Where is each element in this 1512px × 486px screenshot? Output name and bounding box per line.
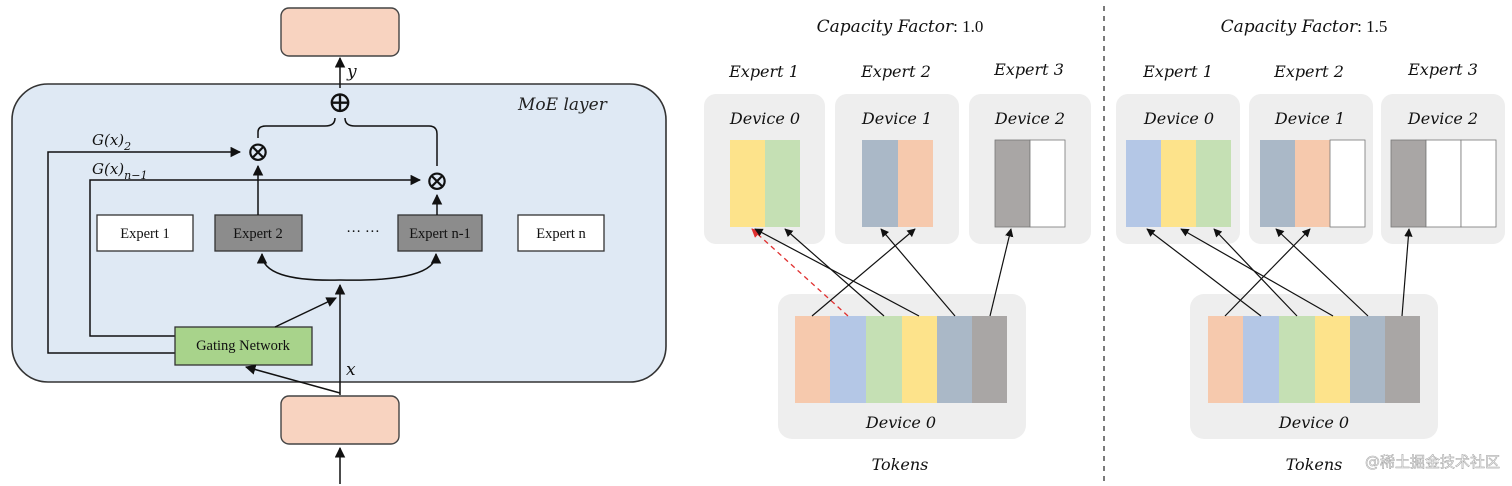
experts-ellipsis: ··· ··· xyxy=(346,224,380,240)
capacity-panel-1: Capacity Factor: 1.0 Expert 1 Expert 2 E… xyxy=(704,17,1091,474)
multiply-node-expert-2: ⊗ xyxy=(246,135,269,168)
panel1-expert-2-label: Expert 2 xyxy=(860,62,931,81)
panel2-route-arrow-4 xyxy=(1275,228,1369,317)
panel2-e1-slot-1 xyxy=(1126,140,1161,227)
panel2-source-device-label: Device 0 xyxy=(1278,413,1349,432)
panel1-tokens-label: Tokens xyxy=(872,455,929,474)
panel1-dropped-token-arrow xyxy=(751,228,849,317)
panel2-e2-slot-3 xyxy=(1329,139,1366,228)
panel1-token-3 xyxy=(866,316,902,403)
panel2-tokens-label: Tokens xyxy=(1286,455,1343,474)
input-label-x: x xyxy=(346,360,356,380)
panel2-expert-3-label: Expert 3 xyxy=(1407,60,1478,79)
gating-to-router-arrow xyxy=(274,297,337,328)
panel1-e2-slot-1 xyxy=(862,140,898,227)
panel2-e3-slot-3 xyxy=(1460,139,1497,228)
mult1-to-sum-line xyxy=(257,117,336,138)
capacity-factor-title-2: Capacity Factor: 1.5 xyxy=(1221,17,1388,37)
panel1-token-5 xyxy=(937,316,972,403)
panel2-token-3 xyxy=(1279,316,1315,403)
capacity-panel-2: Capacity Factor: 1.5 Expert 1 Expert 2 E… xyxy=(1116,17,1505,474)
expert-n-1-label: Expert n-1 xyxy=(409,226,471,242)
panel1-route-arrow-2 xyxy=(784,228,885,317)
panel1-route-arrow-3 xyxy=(811,228,916,317)
mult2-to-sum-line xyxy=(344,117,438,166)
route-to-expert-n-1 xyxy=(339,252,442,281)
panel1-route-arrow-4 xyxy=(880,228,956,317)
panel1-device-2-label: Device 2 xyxy=(994,109,1065,128)
panel2-token-5 xyxy=(1350,316,1385,403)
panel1-e3-slot-1 xyxy=(994,139,1031,228)
gate-line-2 xyxy=(47,146,242,354)
gate-weight-label-n-1: G(x)n−1 xyxy=(92,160,147,182)
expert-2-label: Expert 2 xyxy=(233,226,283,242)
route-to-expert-2 xyxy=(256,252,341,281)
panel1-token-2 xyxy=(830,316,866,403)
panel1-route-arrow-1 xyxy=(754,228,920,317)
panel1-source-device-label: Device 0 xyxy=(865,413,936,432)
output-label-y: y xyxy=(346,62,357,82)
panel1-token-4 xyxy=(902,316,937,403)
moe-layer-section: MoE layer y ⊕ ⊗ ⊗ G(x)2 G(x)n−1 Expert 1… xyxy=(11,7,667,484)
panel1-expert-3-label: Expert 3 xyxy=(993,60,1064,79)
panel2-token-1 xyxy=(1208,316,1243,403)
panel1-device-1-label: Device 1 xyxy=(861,109,932,128)
input-box xyxy=(280,395,400,445)
expert-1-box xyxy=(96,214,194,252)
output-box xyxy=(280,7,400,57)
input-to-gating-arrow xyxy=(244,364,341,394)
moe-layer-label: MoE layer xyxy=(517,95,608,115)
panel2-e2-slot-1 xyxy=(1260,140,1295,227)
panel2-e3-slot-1 xyxy=(1390,139,1427,228)
expert-n-1-box xyxy=(397,214,483,252)
gating-network-box xyxy=(174,326,313,366)
panel2-e3-slot-2 xyxy=(1425,139,1462,228)
panel1-e2-slot-2 xyxy=(898,140,933,227)
panel2-e1-slot-2 xyxy=(1161,140,1196,227)
capacity-factor-title-1: Capacity Factor: 1.0 xyxy=(817,17,984,37)
panel2-route-arrow-2 xyxy=(1180,228,1334,317)
watermark-text: @稀土掘金技术社区 xyxy=(1365,453,1500,471)
panel2-device-1-label: Device 1 xyxy=(1274,109,1345,128)
panel2-route-arrow-1 xyxy=(1146,228,1262,317)
moe-layer-box xyxy=(11,83,667,383)
panel2-expert-1-label: Expert 1 xyxy=(1142,62,1213,81)
panel2-e2-slot-2 xyxy=(1295,140,1330,227)
panel1-device-0-label: Device 0 xyxy=(729,109,800,128)
multiply-node-expert-n-1: ⊗ xyxy=(425,164,448,197)
panel2-token-4 xyxy=(1315,316,1350,403)
panel2-device-0-label: Device 0 xyxy=(1143,109,1214,128)
panel2-token-6 xyxy=(1385,316,1420,403)
expert-1-label: Expert 1 xyxy=(120,226,170,242)
panel2-e1-slot-3 xyxy=(1196,140,1231,227)
gate-weight-label-2: G(x)2 xyxy=(92,131,131,153)
panel2-device-2-label: Device 2 xyxy=(1407,109,1478,128)
panel1-e1-slot-2 xyxy=(765,140,800,227)
panel1-token-6 xyxy=(972,316,1007,403)
expert-n-label: Expert n xyxy=(536,226,586,242)
panel2-route-arrow-6 xyxy=(1401,228,1413,317)
panel1-token-1 xyxy=(795,316,830,403)
panel2-token-2 xyxy=(1243,316,1279,403)
panel1-e1-slot-1 xyxy=(730,140,765,227)
sum-node: ⊕ xyxy=(327,85,352,120)
panel2-expert-2-label: Expert 2 xyxy=(1273,62,1344,81)
expert-n-box xyxy=(517,214,605,252)
panel1-e3-slot-2 xyxy=(1029,139,1066,228)
gating-network-label: Gating Network xyxy=(196,338,291,354)
panel2-route-arrow-3 xyxy=(1213,228,1298,317)
gate-line-n-1 xyxy=(89,174,422,337)
panel1-route-arrow-5 xyxy=(989,228,1014,317)
panel1-expert-1-label: Expert 1 xyxy=(728,62,799,81)
panel2-route-arrow-5 xyxy=(1224,228,1311,317)
